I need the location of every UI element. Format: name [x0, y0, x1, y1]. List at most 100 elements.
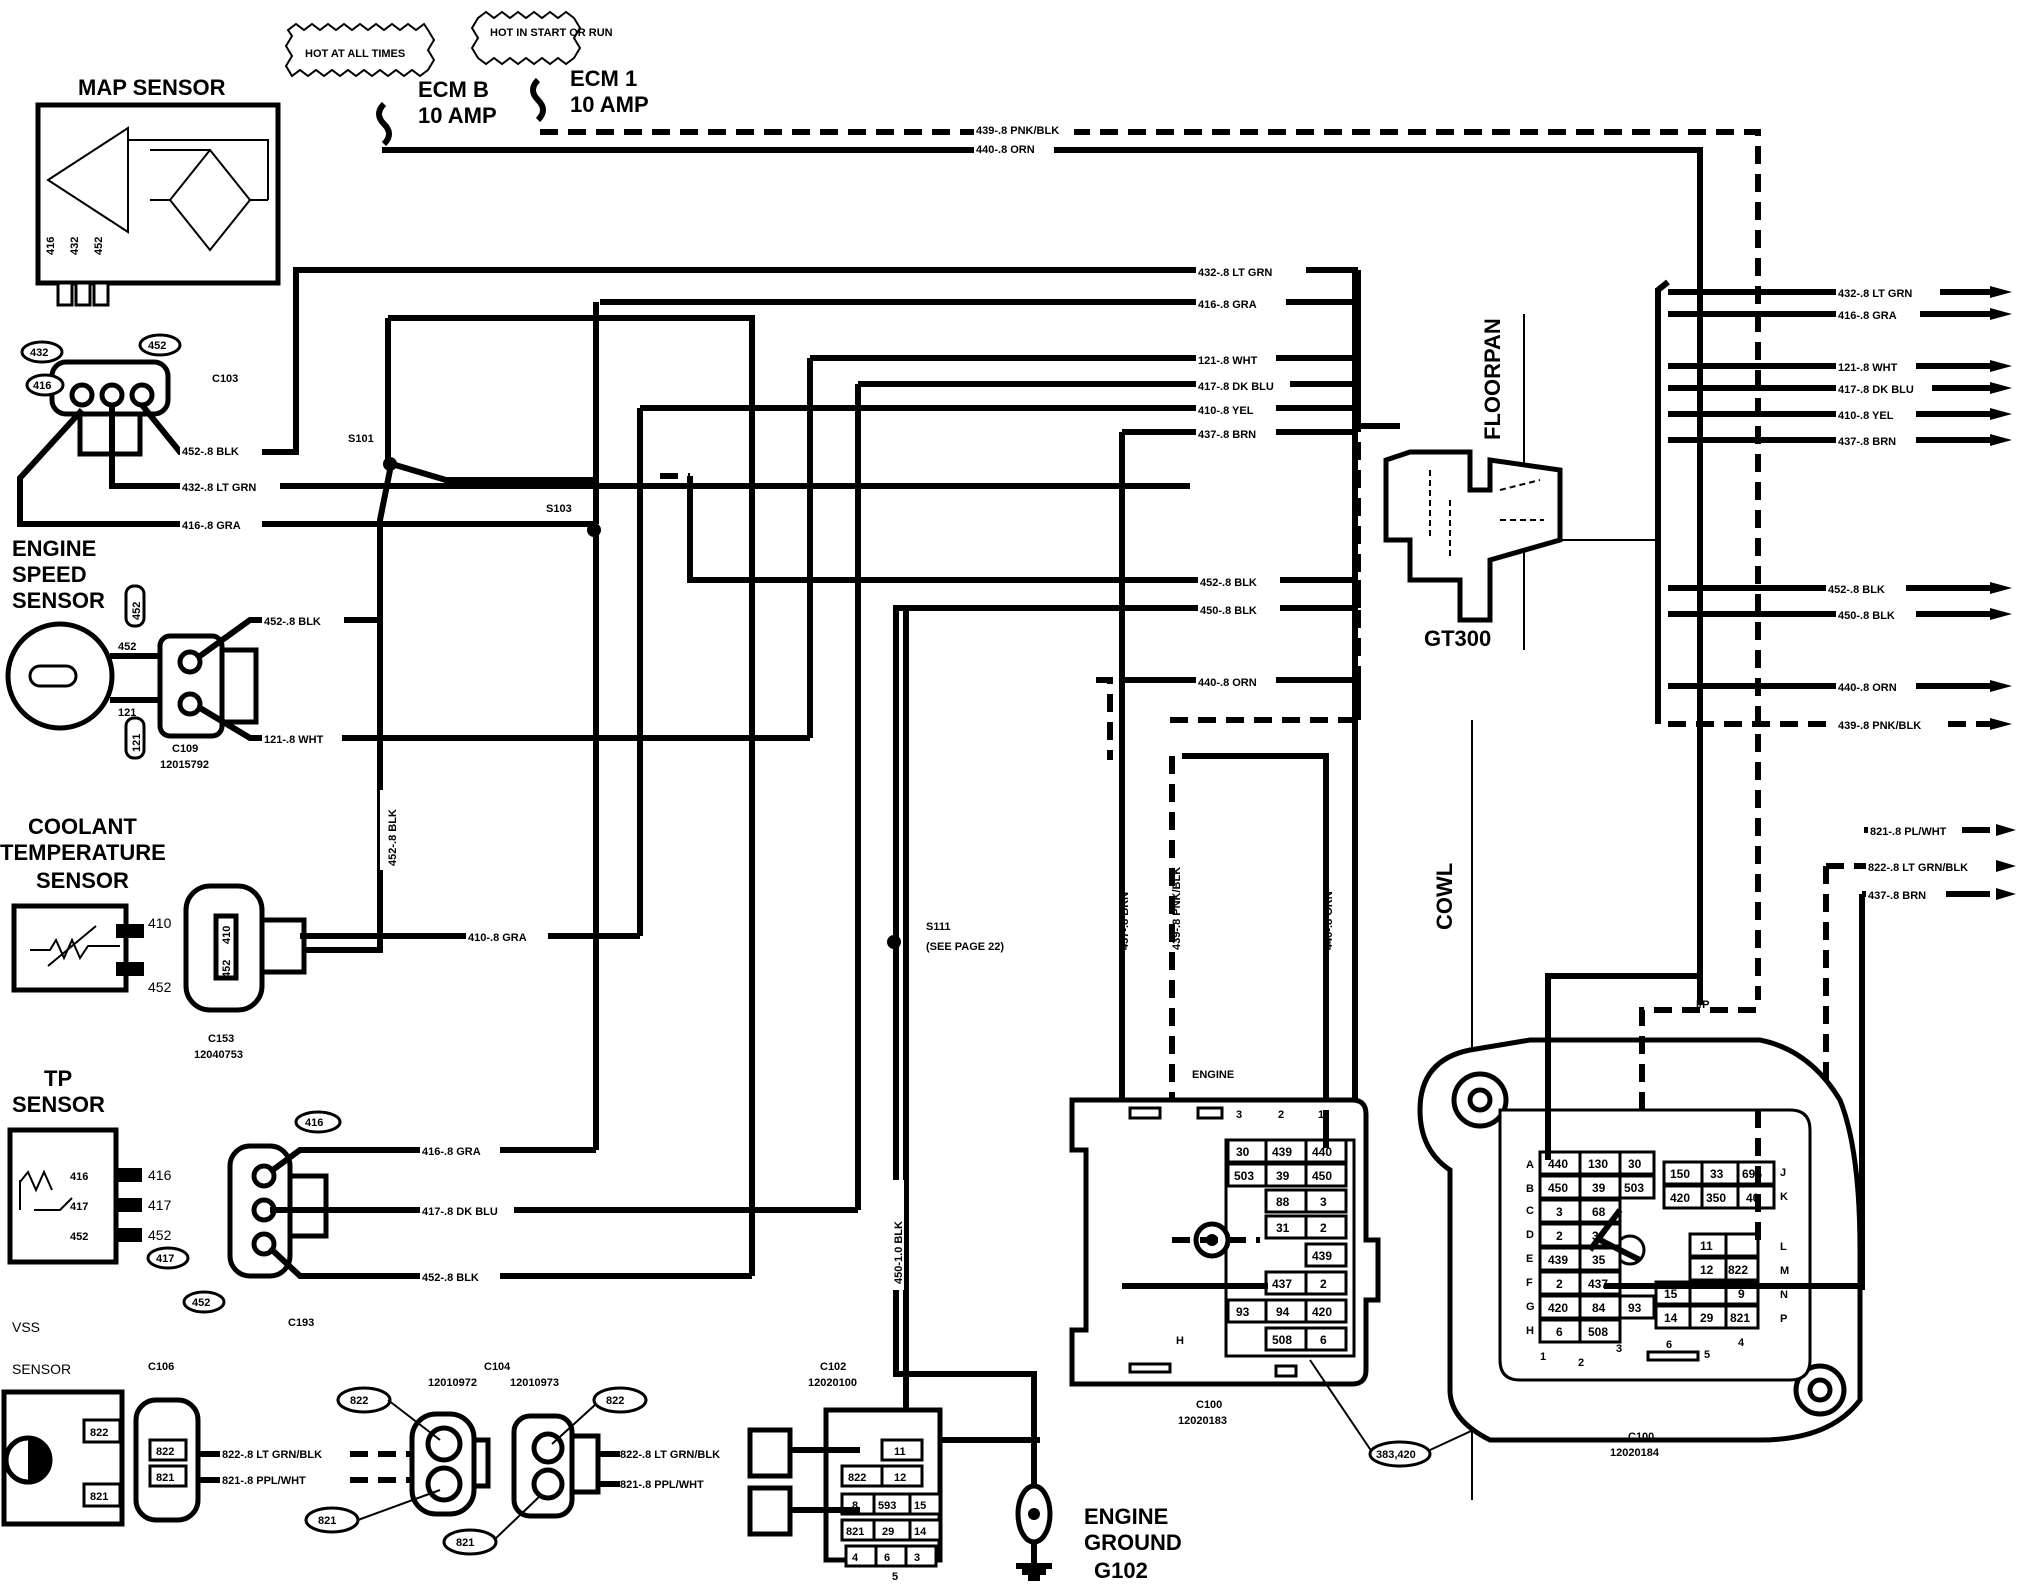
svg-text:68: 68 — [1592, 1205, 1606, 1219]
svg-text:821: 821 — [318, 1515, 336, 1527]
svg-text:8: 8 — [852, 1500, 858, 1512]
connector-c104-b — [511, 1413, 601, 1519]
c104-part-a: 12010972 — [428, 1377, 477, 1389]
svg-text:439: 439 — [1312, 1249, 1332, 1263]
svg-text:2: 2 — [1556, 1229, 1563, 1243]
floorpan-label: FLOORPAN — [1480, 318, 1505, 440]
engine-speed-title-3: SENSOR — [12, 588, 105, 613]
svg-text:452-.8 BLK: 452-.8 BLK — [387, 809, 399, 866]
svg-text:121-.8 WHT: 121-.8 WHT — [264, 734, 324, 746]
svg-text:E: E — [1526, 1253, 1533, 1265]
map-sensor-title: MAP SENSOR — [78, 75, 226, 100]
engine-speed-title-1: ENGINE — [12, 536, 96, 561]
c102-label: C102 — [820, 1361, 846, 1373]
svg-text:822: 822 — [156, 1446, 174, 1458]
svg-text:437-.8 BRN: 437-.8 BRN — [1868, 890, 1926, 902]
svg-text:822: 822 — [350, 1395, 368, 1407]
c100-ip-label: C100 — [1628, 1431, 1654, 1443]
svg-text:33: 33 — [1710, 1167, 1724, 1181]
ground-title-3: G102 — [1094, 1558, 1148, 1583]
wire-439-ip — [1639, 1007, 1758, 1110]
wire-452-blk-main — [687, 476, 1358, 583]
svg-text:432-.8 LT GRN: 432-.8 LT GRN — [1838, 288, 1912, 300]
svg-text:4: 4 — [1738, 1337, 1745, 1349]
svg-text:J: J — [1780, 1167, 1786, 1179]
svg-text:437-.8 BRN: 437-.8 BRN — [1119, 892, 1131, 950]
svg-text:822: 822 — [848, 1472, 866, 1484]
svg-text:439: 439 — [1548, 1253, 1568, 1267]
svg-text:6: 6 — [1666, 1339, 1672, 1351]
svg-text:1: 1 — [1540, 1351, 1546, 1363]
c100-engine-part: 12020183 — [1178, 1415, 1227, 1427]
vss-title-2: SENSOR — [12, 1361, 71, 1377]
c100-engine-label: C100 — [1196, 1399, 1222, 1411]
svg-text:12: 12 — [1700, 1263, 1714, 1277]
svg-text:416: 416 — [33, 380, 51, 392]
svg-text:88: 88 — [1276, 1195, 1290, 1209]
svg-text:417-.8 DK BLU: 417-.8 DK BLU — [1838, 384, 1914, 396]
svg-text:383,420: 383,420 — [1376, 1449, 1416, 1461]
svg-text:416-.8 GRA: 416-.8 GRA — [422, 1146, 481, 1158]
connector-c104-a — [409, 1411, 491, 1517]
svg-text:437: 437 — [1588, 1277, 1608, 1291]
svg-text:432-.8 LT GRN: 432-.8 LT GRN — [182, 482, 256, 494]
wire-440-top-label: 440-.8 ORN — [976, 144, 1035, 156]
svg-text:130: 130 — [1588, 1157, 1608, 1171]
svg-text:11: 11 — [1700, 1239, 1713, 1253]
svg-text:93: 93 — [1236, 1305, 1250, 1319]
svg-text:15: 15 — [1664, 1287, 1678, 1301]
svg-text:452: 452 — [148, 1227, 172, 1243]
tp-pot-icon — [19, 1169, 73, 1211]
svg-text:503: 503 — [1624, 1181, 1644, 1195]
svg-text:2: 2 — [1278, 1109, 1284, 1121]
svg-text:416-.8 GRA: 416-.8 GRA — [1198, 299, 1257, 311]
svg-text:S101: S101 — [348, 433, 374, 445]
c109-label: C109 — [172, 743, 198, 755]
svg-text:440-.8 ORN: 440-.8 ORN — [1838, 682, 1897, 694]
svg-text:121: 121 — [118, 707, 136, 719]
svg-text:C: C — [1526, 1205, 1534, 1217]
svg-text:30: 30 — [1236, 1145, 1250, 1159]
svg-text:15: 15 — [914, 1500, 926, 1512]
svg-text:417-.8 DK BLU: 417-.8 DK BLU — [1198, 381, 1274, 393]
svg-text:121-.8 WHT: 121-.8 WHT — [1838, 362, 1898, 374]
svg-text:452-.8 BLK: 452-.8 BLK — [1828, 584, 1885, 596]
svg-text:5: 5 — [1704, 1349, 1710, 1361]
fuse-ecm-b-amp: 10 AMP — [418, 103, 497, 128]
svg-text:3: 3 — [1320, 1195, 1327, 1209]
svg-text:450-.8 BLK: 450-.8 BLK — [1838, 610, 1895, 622]
cowl-label: COWL — [1432, 863, 1457, 930]
svg-text:14: 14 — [914, 1526, 927, 1538]
svg-text:822-.8 LT GRN/BLK: 822-.8 LT GRN/BLK — [620, 1449, 720, 1461]
svg-text:S103: S103 — [546, 503, 572, 515]
wire-439-engine — [1170, 270, 1361, 723]
wire-440-top — [382, 147, 1703, 1005]
svg-text:450-1.0 BLK: 450-1.0 BLK — [893, 1221, 905, 1284]
svg-text:14: 14 — [1664, 1311, 1678, 1325]
svg-text:417: 417 — [148, 1197, 172, 1213]
wire-bundle-vert — [1355, 270, 1400, 432]
svg-text:3: 3 — [1556, 1205, 1563, 1219]
note-hot-all-text: HOT AT ALL TIMES — [305, 48, 405, 60]
svg-text:503: 503 — [1234, 1169, 1254, 1183]
wire-439-top-label: 439-.8 PNK/BLK — [976, 125, 1059, 137]
c100-ip-col-numbers: 1 2 3 6 5 4 — [1540, 1337, 1745, 1369]
svg-text:6: 6 — [884, 1552, 890, 1564]
svg-text:452-.8 BLK: 452-.8 BLK — [182, 446, 239, 458]
coolant-title-2: TEMPERATURE — [0, 840, 166, 865]
c103-label: C103 — [212, 373, 238, 385]
map-pin-432: 432 — [69, 237, 81, 255]
svg-text:452: 452 — [221, 960, 233, 978]
svg-text:439-.8 PNK/BLK: 439-.8 PNK/BLK — [1171, 867, 1183, 950]
svg-text:G: G — [1526, 1301, 1535, 1313]
svg-text:3: 3 — [1616, 1343, 1622, 1355]
ground-title-1: ENGINE — [1084, 1504, 1168, 1529]
svg-text:3: 3 — [1236, 1109, 1242, 1121]
c100-ip-part: 12020184 — [1610, 1447, 1660, 1459]
svg-text:593: 593 — [878, 1500, 896, 1512]
svg-text:452: 452 — [118, 641, 136, 653]
svg-text:437: 437 — [1272, 1277, 1292, 1291]
svg-text:121: 121 — [131, 734, 143, 752]
svg-text:P: P — [1780, 1313, 1787, 1325]
